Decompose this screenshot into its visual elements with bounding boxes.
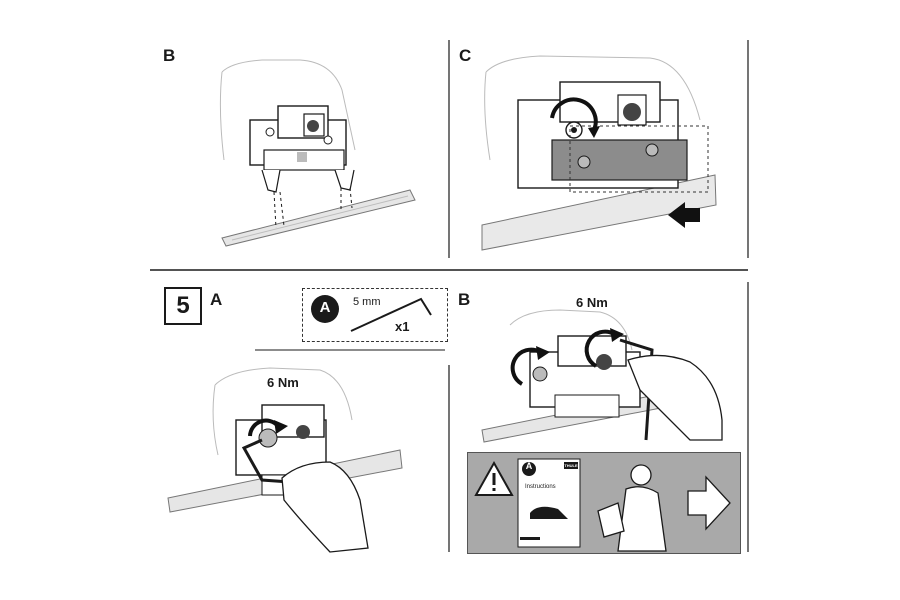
step-number: 5	[164, 287, 202, 325]
hex-key-icon	[311, 295, 432, 332]
slide-arrow-icon	[668, 202, 700, 228]
tool-badge: A	[319, 299, 331, 316]
booklet-title: Instructions	[525, 484, 556, 490]
tool-quantity: x1	[395, 319, 410, 334]
panel-letter-bottom-right: B	[458, 290, 471, 309]
booklet-brand: THULE	[564, 463, 578, 468]
panel-letter-top-right: C	[459, 46, 472, 65]
read-instructions-notice: A THULE Instructions	[467, 452, 741, 554]
torque-label-left: 6 Nm	[267, 375, 299, 390]
tool-requirement-box: A 5 mm x1	[302, 288, 448, 342]
person-reading-icon	[597, 464, 667, 552]
tool-size: 5 mm	[353, 296, 381, 308]
booklet-badge: A	[525, 461, 533, 471]
panel-letter-bottom-left: A	[210, 290, 223, 309]
torque-label-right: 6 Nm	[576, 295, 608, 310]
arrow-right-icon	[687, 475, 731, 531]
panel-letter-top-left: B	[163, 46, 176, 65]
instruction-booklet	[517, 458, 581, 548]
hand-illustration	[281, 461, 369, 553]
warning-icon	[474, 460, 514, 496]
hand-illustration-right	[627, 354, 723, 441]
